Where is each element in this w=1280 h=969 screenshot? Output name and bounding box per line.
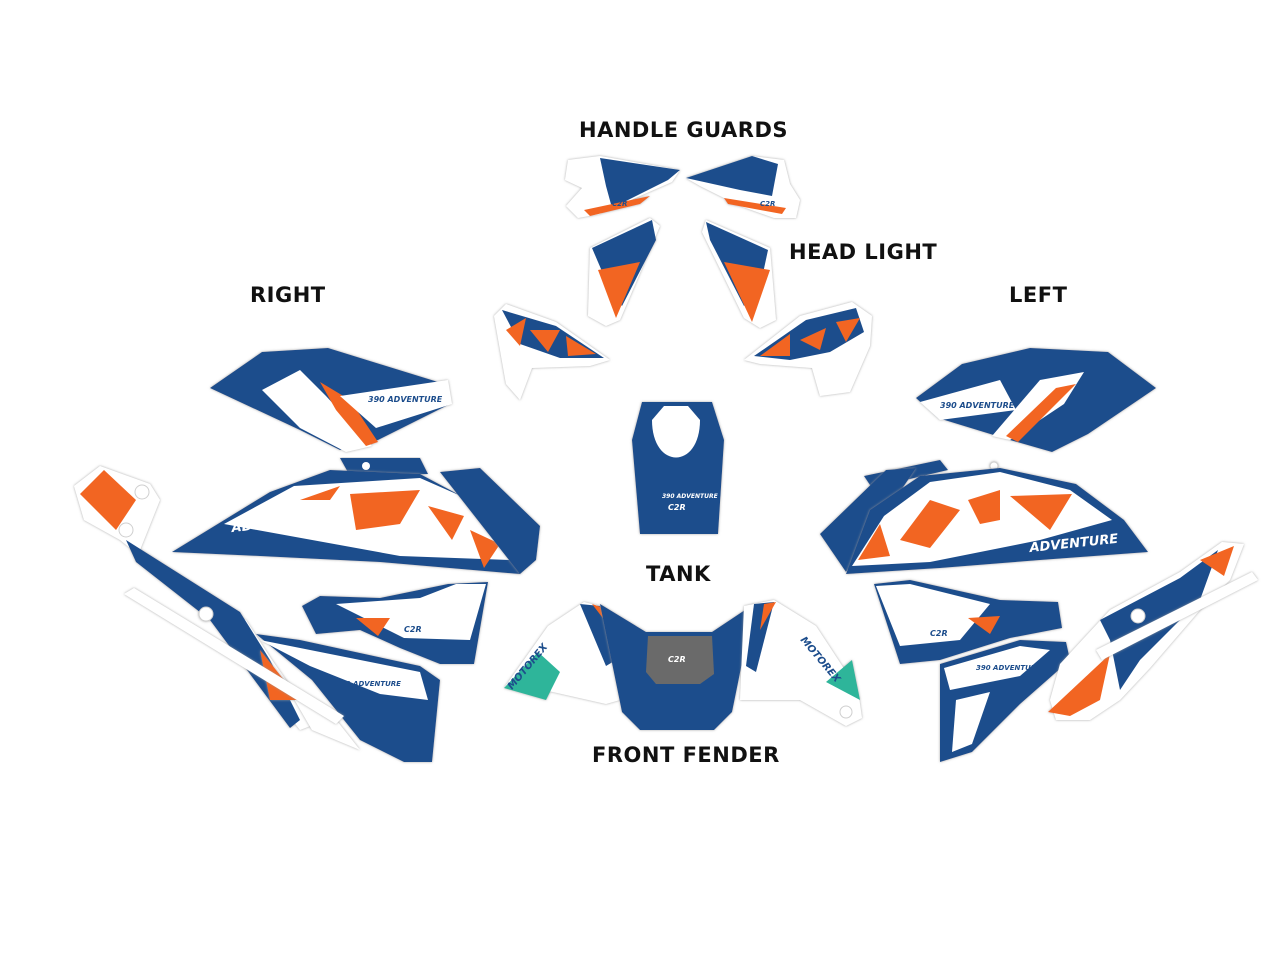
handle-guard-left-piece: C2R <box>686 156 800 218</box>
handle-guard-right-piece: C2R <box>565 156 680 218</box>
left-side-panel-main: ADVENTURE <box>846 468 1148 574</box>
headlight-right-upper <box>702 220 776 328</box>
front-fender-center: C2R <box>600 604 754 730</box>
headlight-left-upper <box>588 218 660 326</box>
right-shroud-upper: 390 ADVENTURE <box>210 348 452 452</box>
left-lower-strip <box>1096 572 1258 660</box>
left-lower-logo: C2R <box>930 629 948 638</box>
right-lower-logo: C2R <box>404 625 422 634</box>
left-rear-model-text: 390 ADVENTURE <box>976 664 1041 672</box>
left-shroud-model-text: 390 ADVENTURE <box>940 401 1015 410</box>
left-shroud-upper: 390 ADVENTURE <box>916 348 1156 452</box>
headlight-right-lower <box>744 302 872 396</box>
front-fender-right-wing: MOTOREX <box>740 600 862 726</box>
right-side-lower: C2R <box>302 582 488 664</box>
label-front-fender: FRONT FENDER <box>592 743 780 767</box>
right-shroud-model-text: 390 ADVENTURE <box>368 395 443 404</box>
headlight-left-lower <box>494 304 610 400</box>
right-radiator-scoop <box>440 468 540 574</box>
label-right: RIGHT <box>250 283 326 307</box>
handle-guard-left-logo: C2R <box>760 200 775 208</box>
handle-guard-right-logo: C2R <box>612 200 627 208</box>
tank-model-text: 390 ADVENTURE <box>662 493 719 500</box>
front-fender-left-wing: MOTOREX <box>504 602 620 704</box>
left-side-lower: C2R <box>874 580 1062 664</box>
tank-pad: 390 ADVENTURE C2R <box>632 402 724 534</box>
label-handle-guards: HANDLE GUARDS <box>579 118 788 142</box>
left-rear-panel: 390 ADVENTURE <box>940 640 1070 762</box>
right-rear-model-text: 390 ADVENTURE <box>336 680 401 688</box>
right-side-panel-main: ADVENTURE <box>172 470 520 574</box>
label-left: LEFT <box>1009 283 1068 307</box>
label-head-light: HEAD LIGHT <box>789 240 938 264</box>
tank-logo: C2R <box>668 503 686 512</box>
fender-center-logo: C2R <box>668 655 686 664</box>
label-tank: TANK <box>646 562 711 586</box>
right-lower-strip <box>124 588 344 724</box>
right-rear-panel: 390 ADVENTURE <box>256 634 440 762</box>
